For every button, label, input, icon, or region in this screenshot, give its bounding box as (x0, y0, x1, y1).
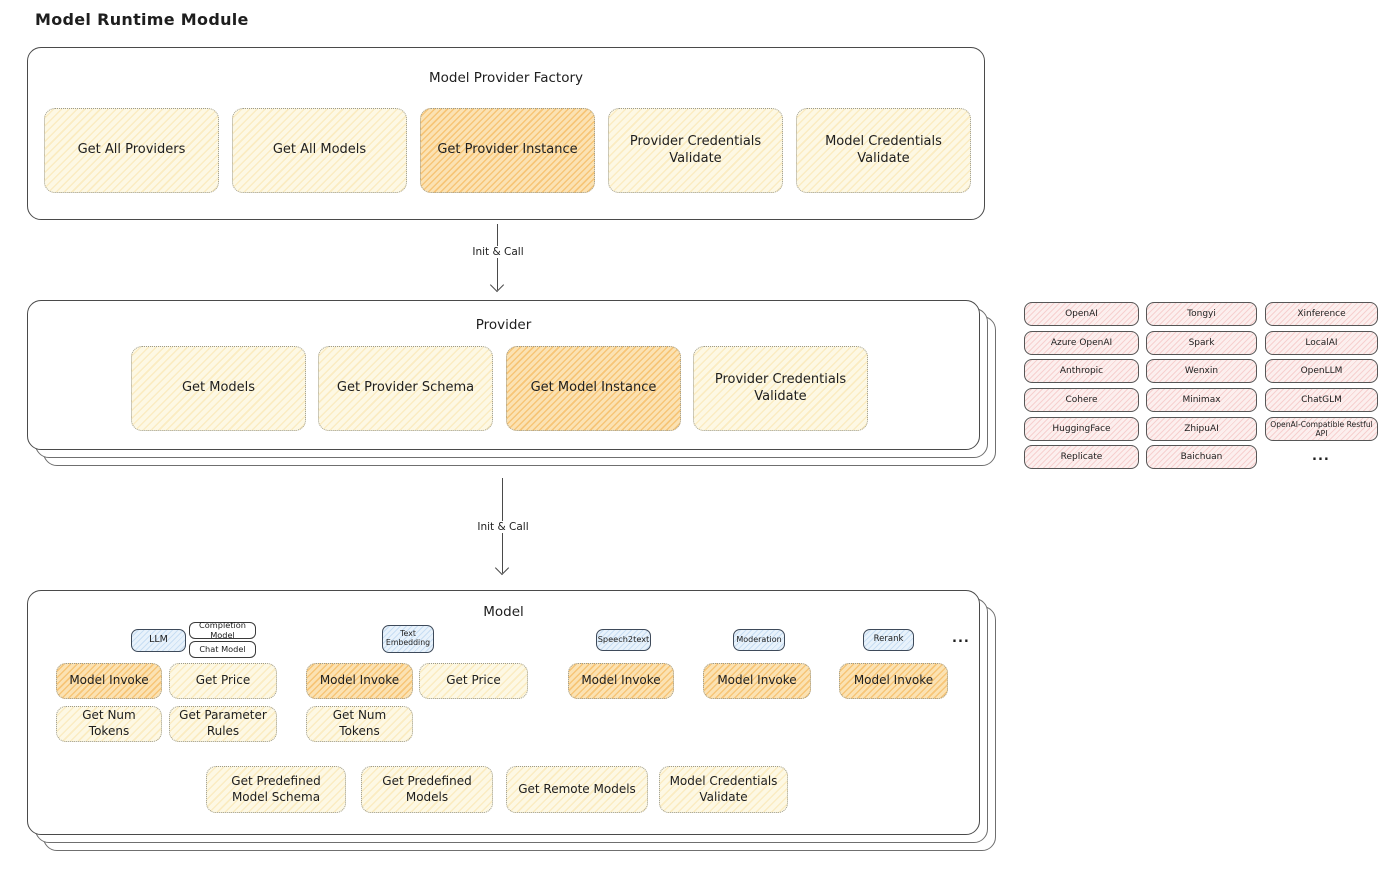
llm-model-invoke-button: Model Invoke (56, 663, 162, 699)
model-credentials-validate-button: Model Credentials Validate (659, 766, 788, 813)
factory-button-get-all-providers: Get All Providers (44, 108, 219, 193)
provider-list-more: ... (1312, 449, 1330, 464)
provider-pill-localai: LocalAI (1265, 331, 1378, 355)
model-type-speech2text: Speech2text (596, 629, 651, 651)
factory-button-get-all-models: Get All Models (232, 108, 407, 193)
provider-pill-azure-openai: Azure OpenAI (1024, 331, 1139, 355)
model-type-completion-model: Completion Model (189, 620, 256, 639)
llm-get-price-button: Get Price (169, 663, 277, 699)
provider-button-provider-credentials-validate: Provider Credentials Validate (693, 346, 868, 431)
flow-arrow-1-head (489, 277, 505, 293)
diagram-title: Model Runtime Module (35, 10, 249, 29)
factory-button-provider-credentials-validate: Provider Credentials Validate (608, 108, 783, 193)
provider-pill-openai-compatible: OpenAI-Compatible Restful API (1265, 417, 1378, 441)
provider-button-get-models: Get Models (131, 346, 306, 431)
provider-pill-xinference: Xinference (1265, 302, 1378, 326)
factory-button-model-credentials-validate: Model Credentials Validate (796, 108, 971, 193)
model-type-rerank: Rerank (863, 629, 914, 651)
llm-get-num-tokens-button: Get Num Tokens (56, 706, 162, 742)
get-predefined-model-schema-button: Get Predefined Model Schema (206, 766, 346, 813)
provider-pill-huggingface: HuggingFace (1024, 417, 1139, 441)
model-type-text-embedding: Text Embedding (382, 625, 434, 653)
provider-pill-spark: Spark (1146, 331, 1257, 355)
provider-box: Provider Get Models Get Provider Schema … (27, 300, 980, 450)
provider-pill-baichuan: Baichuan (1146, 445, 1257, 469)
provider-pill-chatglm: ChatGLM (1265, 388, 1378, 412)
factory-button-get-provider-instance: Get Provider Instance (420, 108, 595, 193)
model-box: Model LLM Completion Model Chat Model Te… (27, 590, 980, 835)
model-types-more: ... (952, 631, 970, 646)
provider-pill-cohere: Cohere (1024, 388, 1139, 412)
provider-pill-openllm: OpenLLM (1265, 359, 1378, 383)
get-predefined-models-button: Get Predefined Models (361, 766, 493, 813)
provider-pill-zhipuai: ZhipuAI (1146, 417, 1257, 441)
provider-pill-minimax: Minimax (1146, 388, 1257, 412)
embedding-get-num-tokens-button: Get Num Tokens (306, 706, 413, 742)
provider-title: Provider (475, 317, 532, 333)
provider-pill-replicate: Replicate (1024, 445, 1139, 469)
factory-box: Model Provider Factory Get All Providers… (27, 47, 985, 220)
provider-pill-anthropic: Anthropic (1024, 359, 1139, 383)
embedding-model-invoke-button: Model Invoke (306, 663, 413, 699)
provider-pill-tongyi: Tongyi (1146, 302, 1257, 326)
embedding-get-price-button: Get Price (419, 663, 528, 699)
flow-label-2: Init & Call (473, 521, 533, 533)
moderation-model-invoke-button: Model Invoke (703, 663, 811, 699)
provider-pill-openai: OpenAI (1024, 302, 1139, 326)
model-title: Model (483, 604, 524, 620)
provider-pill-wenxin: Wenxin (1146, 359, 1257, 383)
provider-button-get-provider-schema: Get Provider Schema (318, 346, 493, 431)
flow-label-1: Init & Call (468, 246, 528, 258)
llm-get-parameter-rules-button: Get Parameter Rules (169, 706, 277, 742)
rerank-model-invoke-button: Model Invoke (839, 663, 948, 699)
flow-arrow-2-head (494, 560, 510, 576)
model-type-llm: LLM (131, 629, 186, 652)
provider-button-get-model-instance: Get Model Instance (506, 346, 681, 431)
factory-title: Model Provider Factory (428, 70, 583, 86)
model-type-chat-model: Chat Model (189, 641, 256, 658)
get-remote-models-button: Get Remote Models (506, 766, 648, 813)
model-type-moderation: Moderation (733, 629, 785, 651)
speech2text-model-invoke-button: Model Invoke (568, 663, 674, 699)
